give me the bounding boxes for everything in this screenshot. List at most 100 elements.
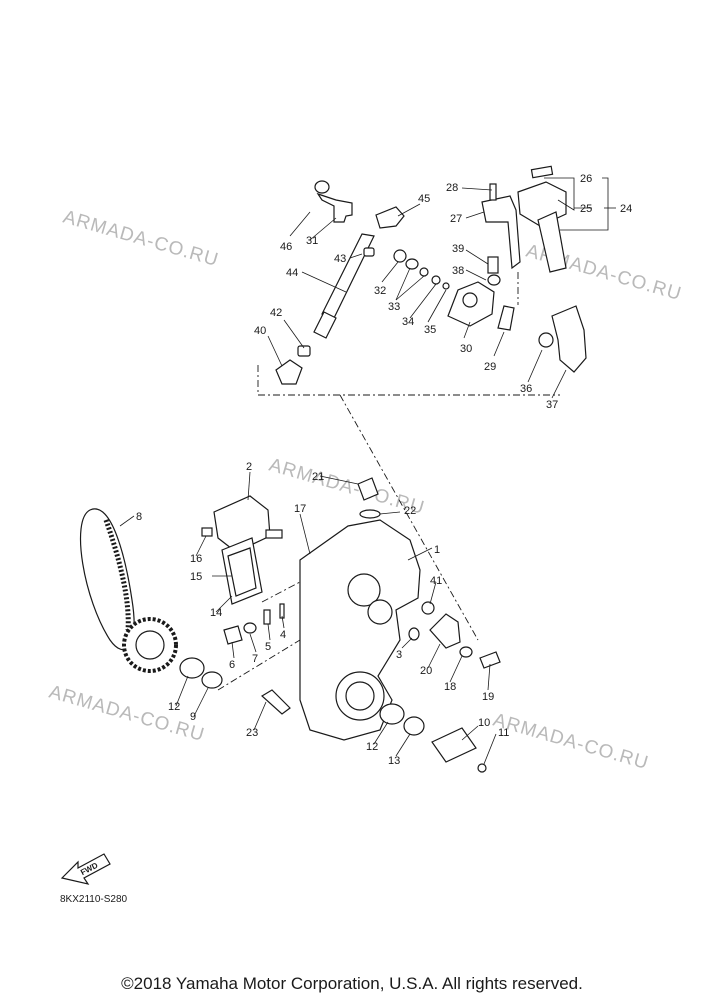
copyright-notice: ©2018 Yamaha Motor Corporation, U.S.A. A… (121, 974, 583, 993)
callout-13: 13 (388, 755, 400, 767)
nut-42 (297, 345, 311, 357)
callout-12-right: 12 (366, 741, 378, 753)
callout-3: 3 (396, 649, 402, 661)
callout-20: 20 (420, 665, 432, 677)
callout-32: 32 (374, 285, 386, 297)
callout-7: 7 (252, 653, 258, 665)
bolt-23 (260, 689, 291, 715)
spring-5 (263, 609, 271, 625)
callout-9: 9 (190, 711, 196, 723)
callout-44: 44 (286, 267, 298, 279)
washer-7 (243, 622, 257, 634)
seal-41 (421, 601, 435, 615)
callout-30: 30 (460, 343, 472, 355)
callout-39: 39 (452, 243, 464, 255)
washer-18 (459, 646, 473, 658)
lever-24 (537, 211, 567, 273)
callout-labels: 1 2 3 4 5 6 7 8 9 10 11 12 12 13 14 15 1… (136, 173, 632, 767)
watermark: ARMADA-CO.RU (491, 710, 651, 775)
callout-42: 42 (270, 307, 282, 319)
shift-arm-31 (316, 192, 353, 223)
cover-37 (551, 305, 587, 373)
callout-40: 40 (254, 325, 266, 337)
o-ring-33 (419, 267, 429, 277)
callout-36: 36 (520, 383, 532, 395)
callout-35: 35 (424, 324, 436, 336)
callout-16: 16 (190, 553, 202, 565)
callout-23: 23 (246, 727, 258, 739)
pin-4 (279, 603, 285, 619)
bolt-39 (487, 256, 499, 274)
callout-19: 19 (482, 691, 494, 703)
screw-28 (489, 183, 497, 201)
joint-end-45 (375, 206, 405, 229)
callout-28: 28 (446, 182, 458, 194)
callout-6: 6 (229, 659, 235, 671)
o-ring-3 (408, 627, 420, 641)
watermark: ARMADA-CO.RU (47, 682, 207, 747)
bearing-12-right (379, 703, 405, 725)
callout-11: 11 (498, 727, 509, 739)
washer-32b (405, 258, 419, 270)
callout-18: 18 (444, 681, 456, 693)
sprocket-hub (135, 630, 165, 660)
callout-26: 26 (580, 173, 592, 185)
nut-43 (363, 247, 375, 257)
ball-joint-40 (275, 359, 303, 385)
callout-5: 5 (265, 641, 271, 653)
callout-31: 31 (306, 235, 318, 247)
shift-rod-44 (321, 233, 375, 319)
callout-8: 8 (136, 511, 142, 523)
callout-38: 38 (452, 265, 464, 277)
watermark: ARMADA-CO.RU (61, 207, 221, 272)
callout-27: 27 (450, 213, 462, 225)
callout-34: 34 (402, 316, 414, 328)
o-ring-34 (431, 275, 441, 285)
leader-lines (119, 177, 616, 765)
callout-17: 17 (294, 503, 306, 515)
detent-lever-20 (429, 613, 461, 649)
bearing-12-left (179, 657, 205, 679)
plate-29 (497, 305, 515, 331)
breather-21 (357, 477, 379, 501)
callout-15: 15 (190, 571, 202, 583)
o-ring-11 (477, 763, 487, 773)
callout-45: 45 (418, 193, 430, 205)
callout-46: 46 (280, 241, 292, 253)
callout-12-left: 12 (168, 701, 180, 713)
callout-22: 22 (404, 505, 416, 517)
o-ring-22 (359, 509, 381, 519)
callout-4: 4 (280, 629, 286, 641)
gearcase-boss-lower-inner (345, 681, 375, 711)
diagram-code: 8KX2110-S280 (60, 894, 128, 905)
seal-9 (201, 671, 223, 689)
callout-41: 41 (430, 575, 442, 587)
gearcase-cover-1 (299, 519, 421, 741)
callout-43: 43 (334, 253, 346, 265)
watermark: ARMADA-CO.RU (267, 455, 427, 520)
bolt-19 (479, 651, 501, 669)
gearcase-boss-upper (347, 573, 381, 607)
callout-24: 24 (620, 203, 632, 215)
gearcase-boss-mid (367, 599, 393, 625)
callout-14: 14 (210, 607, 222, 619)
bushing-46 (314, 180, 330, 194)
callout-21: 21 (312, 471, 324, 483)
bolt-6 (223, 625, 243, 645)
shift-rod-44 (313, 311, 337, 339)
callout-37: 37 (546, 399, 558, 411)
bracket-30-hole (462, 292, 478, 308)
washer-38 (487, 274, 501, 286)
seal-13 (403, 716, 425, 736)
bolt-16 (201, 527, 213, 537)
nut-36 (538, 332, 554, 348)
callout-25: 25 (580, 203, 592, 215)
o-ring-35 (442, 282, 450, 290)
drive-chain-8-links (103, 519, 131, 631)
shaft-10 (431, 727, 477, 763)
cap-26 (530, 165, 554, 179)
shift-drum-2-shaft (265, 529, 283, 539)
assembly-guide-line (217, 639, 301, 691)
assembly-guide-line (261, 581, 301, 603)
